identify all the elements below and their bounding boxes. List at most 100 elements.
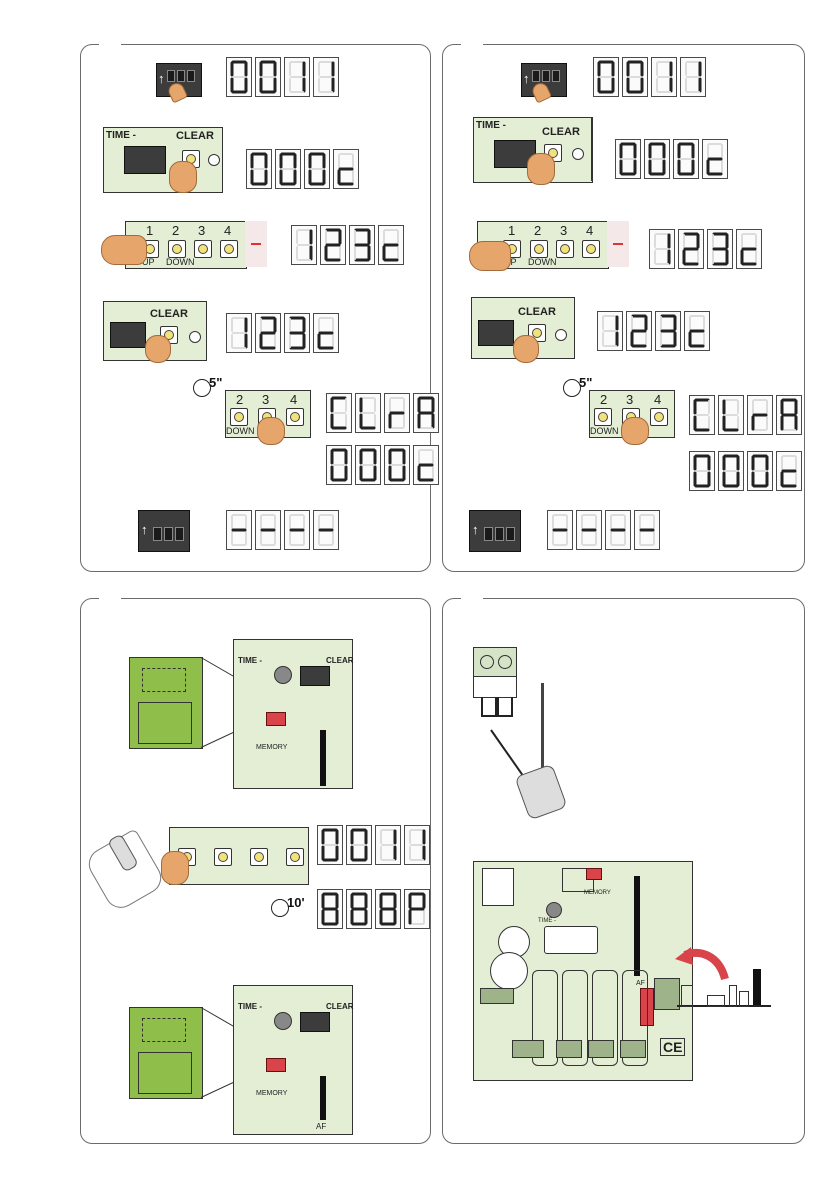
display-dashes: ---- <box>547 510 660 550</box>
memory-jumper[interactable] <box>266 712 286 726</box>
display-digit: C <box>689 395 715 435</box>
finger-icon <box>169 161 197 193</box>
display-digit: r <box>384 393 410 433</box>
display-digit: 0 <box>304 149 330 189</box>
display-digit: 2 <box>626 311 652 351</box>
button-4[interactable] <box>582 240 600 258</box>
board-four-buttons <box>169 827 309 885</box>
button-3[interactable] <box>250 848 268 866</box>
display-digit: 0 <box>255 57 281 97</box>
display-clear-all: CLrA <box>689 395 802 435</box>
finger-icon <box>513 335 539 363</box>
display-start: 0011 <box>593 57 706 97</box>
memory-jumper-zoom <box>129 657 203 749</box>
display-digit: 0 <box>275 149 301 189</box>
hand-icon <box>101 235 147 265</box>
display-digit: 0 <box>644 139 670 179</box>
display-code-entered-blinking: 123c <box>597 311 710 351</box>
memory-jumper-zoom <box>129 1007 203 1099</box>
display-digit: 0 <box>689 451 715 491</box>
display-digit: - <box>226 510 252 550</box>
insert-arrow-icon <box>675 947 729 981</box>
display-digit: c <box>776 451 802 491</box>
display-digit: 0 <box>384 445 410 485</box>
display-digit: - <box>255 510 281 550</box>
display-digit: 1 <box>313 57 339 97</box>
display-digit: 1 <box>404 825 430 865</box>
button-3[interactable] <box>194 240 212 258</box>
display-digit: 0 <box>718 451 744 491</box>
display-digit: C <box>326 393 352 433</box>
finger-icon <box>527 153 555 185</box>
memory-jumper[interactable] <box>586 868 602 880</box>
display-digit: 0 <box>593 57 619 97</box>
display-start: 0011 <box>226 57 339 97</box>
display-dashes: ---- <box>226 510 339 550</box>
display-digit: 0 <box>673 139 699 179</box>
timer-5s: 5" <box>209 375 223 390</box>
button-2[interactable] <box>230 408 248 426</box>
display-digit: - <box>313 510 339 550</box>
display-code-entered: 123c <box>649 229 762 269</box>
display-digit: 3 <box>349 225 375 265</box>
display-digit: r <box>747 395 773 435</box>
button-4[interactable] <box>286 848 304 866</box>
button-2[interactable] <box>530 240 548 258</box>
display-code-entered-blinking: 123c <box>226 313 339 353</box>
display-code-blank-2: 000c <box>689 451 802 491</box>
display-digit: 0 <box>615 139 641 179</box>
button-4[interactable] <box>286 408 304 426</box>
board-clear: TIME - CLEAR <box>103 127 223 193</box>
display-digit: 1 <box>651 57 677 97</box>
display-digit: 2 <box>678 229 704 269</box>
board-memory-2: TIME - CLEAR MEMORY AF <box>233 985 354 1135</box>
display-digit: 1 <box>680 57 706 97</box>
display-digit: 8 <box>346 889 372 929</box>
display-digit: - <box>284 510 310 550</box>
board-clear-2: CLEAR <box>471 297 575 359</box>
display-digit: 0 <box>246 149 272 189</box>
finger-icon <box>621 417 649 445</box>
display-digit: 0 <box>326 445 352 485</box>
memory-jumper[interactable] <box>266 1058 286 1072</box>
display-digit: 0 <box>346 825 372 865</box>
arrow-up-icon <box>481 697 497 717</box>
display-digit: c <box>736 229 762 269</box>
display-digit: 1 <box>597 311 623 351</box>
button-3[interactable] <box>556 240 574 258</box>
terminal-block <box>473 647 517 677</box>
button-2[interactable] <box>214 848 232 866</box>
display-digit: P <box>404 889 430 929</box>
display-digit: 3 <box>284 313 310 353</box>
button-2[interactable] <box>594 408 612 426</box>
button-2[interactable] <box>168 240 186 258</box>
display-digit: 0 <box>355 445 381 485</box>
display-digit: c <box>684 311 710 351</box>
clear-label: CLEAR <box>176 130 214 142</box>
display-code-blank: 000c <box>246 149 359 189</box>
time-label: TIME - <box>106 130 136 141</box>
display-code-blank: 000c <box>615 139 728 179</box>
display-digit: c <box>413 445 439 485</box>
display-digit: A <box>413 393 439 433</box>
clock-icon <box>563 379 581 397</box>
hand-icon <box>469 241 511 271</box>
display-digit: 2 <box>320 225 346 265</box>
display-digit: 1 <box>375 825 401 865</box>
clock-icon <box>193 379 211 397</box>
display-digit: c <box>313 313 339 353</box>
display-digit: 1 <box>649 229 675 269</box>
ce-mark: CE <box>660 1038 686 1056</box>
display-digit: L <box>718 395 744 435</box>
display-digit: 0 <box>226 57 252 97</box>
panel-memory-remote: TIME - CLEAR MEMORY 0011 10' 888P TIME -… <box>80 598 431 1144</box>
display-digit: - <box>576 510 602 550</box>
button-4[interactable] <box>650 408 668 426</box>
button-4[interactable] <box>220 240 238 258</box>
display-digit: 1 <box>291 225 317 265</box>
display-digit: - <box>605 510 631 550</box>
antenna-icon <box>541 683 544 773</box>
finger-icon <box>145 335 171 363</box>
display-start: 0011 <box>317 825 430 865</box>
display-digit: c <box>333 149 359 189</box>
